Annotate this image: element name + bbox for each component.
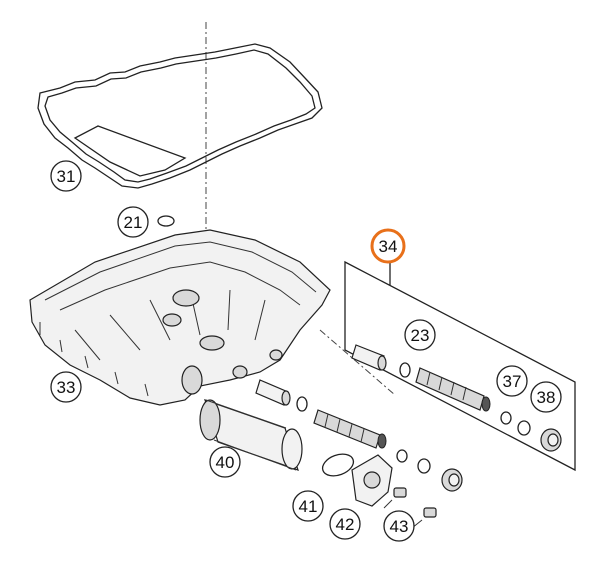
- kit-valve-piston-part: [415, 367, 491, 412]
- o-ring-part: [157, 215, 175, 227]
- valve-piston-part: [313, 409, 387, 449]
- svg-text:41: 41: [299, 497, 318, 516]
- filter-cartridge-part: [199, 399, 303, 471]
- svg-text:43: 43: [390, 517, 409, 536]
- callout-38: 38: [530, 381, 562, 413]
- kit-ring-c-part: [517, 420, 531, 436]
- small-ring-b-part: [417, 458, 431, 474]
- sleeve-part: [255, 379, 308, 412]
- callout-21: 21: [117, 206, 149, 238]
- svg-text:31: 31: [57, 167, 76, 186]
- kit-axis-line: [319, 329, 396, 396]
- kit-ring-b-part: [500, 411, 512, 425]
- small-ring-a-part: [396, 449, 408, 463]
- seal-ring-part: [321, 453, 355, 477]
- kit-plug-part: [540, 428, 562, 452]
- svg-text:38: 38: [537, 388, 556, 407]
- callout-42: 42: [329, 508, 361, 540]
- svg-text:33: 33: [57, 378, 76, 397]
- callout-23: 23: [404, 319, 436, 351]
- callout-40: 40: [209, 446, 241, 478]
- screw-a-part: [383, 487, 407, 509]
- filter-cover-part: [351, 454, 393, 507]
- svg-text:42: 42: [336, 515, 355, 534]
- callout-41: 41: [292, 490, 324, 522]
- callout-31: 31: [50, 160, 82, 192]
- plug-part: [441, 468, 463, 492]
- kit-ring-a-part: [399, 362, 411, 378]
- svg-text:40: 40: [216, 453, 235, 472]
- screw-b-part: [411, 507, 437, 529]
- gasket-part: [37, 43, 323, 189]
- svg-text:34: 34: [379, 237, 398, 256]
- oil-pan-part: [29, 229, 331, 406]
- svg-text:21: 21: [124, 213, 143, 232]
- callout-37: 37: [496, 365, 528, 397]
- kit-sleeve-part: [351, 344, 387, 371]
- svg-text:23: 23: [411, 326, 430, 345]
- callout-43: 43: [383, 510, 415, 542]
- kit-frame: [344, 260, 576, 472]
- svg-text:37: 37: [503, 372, 522, 391]
- callout-34: 34: [370, 228, 406, 264]
- callout-33: 33: [50, 371, 82, 403]
